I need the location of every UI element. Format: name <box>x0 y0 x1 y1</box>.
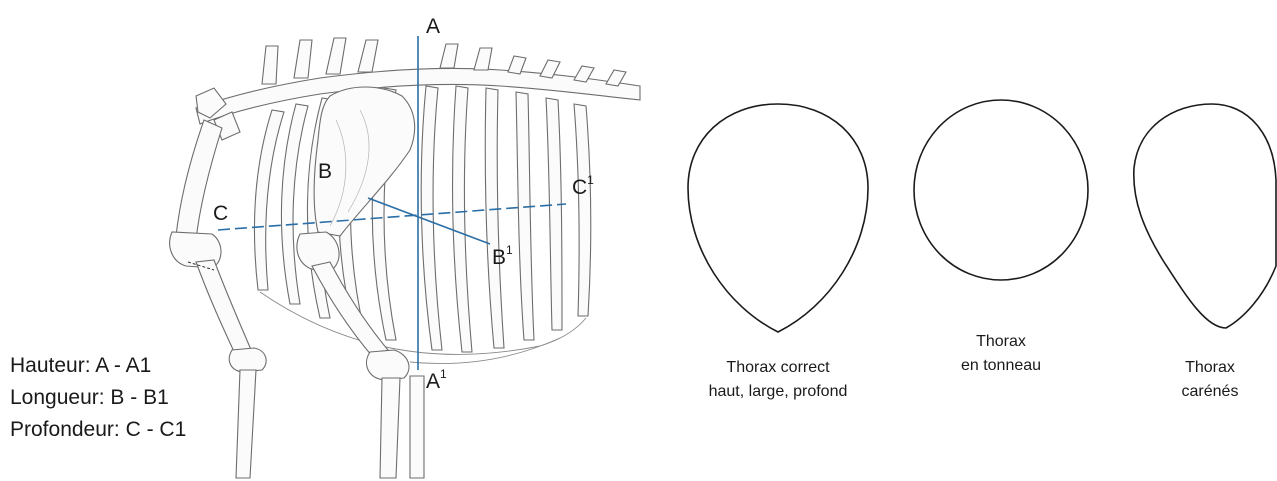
point-label-b: B <box>318 160 332 183</box>
thorax-caption-keeled-line1: Thorax <box>1185 359 1235 376</box>
legend-depth: Profondeur: C - C1 <box>10 418 186 441</box>
thorax-caption-barrel-line2: en tonneau <box>961 357 1041 374</box>
thorax-outline-keeled <box>1134 104 1276 328</box>
point-label-b1: B1 <box>492 243 513 269</box>
thorax-caption-keeled-line2: carénés <box>1182 383 1239 400</box>
legend-height: Hauteur: A - A1 <box>10 354 151 377</box>
thorax-shape-correct: Thorax correct haut, large, profond <box>688 104 868 400</box>
thorax-shape-barrel: Thorax en tonneau <box>914 100 1088 374</box>
measurement-legend: Hauteur: A - A1 Longueur: B - B1 Profond… <box>10 354 186 441</box>
dog-skeleton-illustration <box>170 38 640 478</box>
point-label-a1: A1 <box>426 367 447 393</box>
thorax-caption-correct-line1: Thorax correct <box>726 359 830 376</box>
thorax-outline-barrel <box>914 100 1088 280</box>
rib-cage <box>254 86 590 364</box>
thorax-outline-correct <box>688 104 868 332</box>
thorax-caption-correct-line2: haut, large, profond <box>709 383 848 400</box>
thorax-caption-barrel-line1: Thorax <box>976 333 1026 350</box>
point-label-a: A <box>426 15 440 38</box>
thorax-shape-keeled: Thorax carénés <box>1134 104 1276 400</box>
legend-length: Longueur: B - B1 <box>10 386 169 409</box>
point-label-c: C <box>213 202 228 225</box>
